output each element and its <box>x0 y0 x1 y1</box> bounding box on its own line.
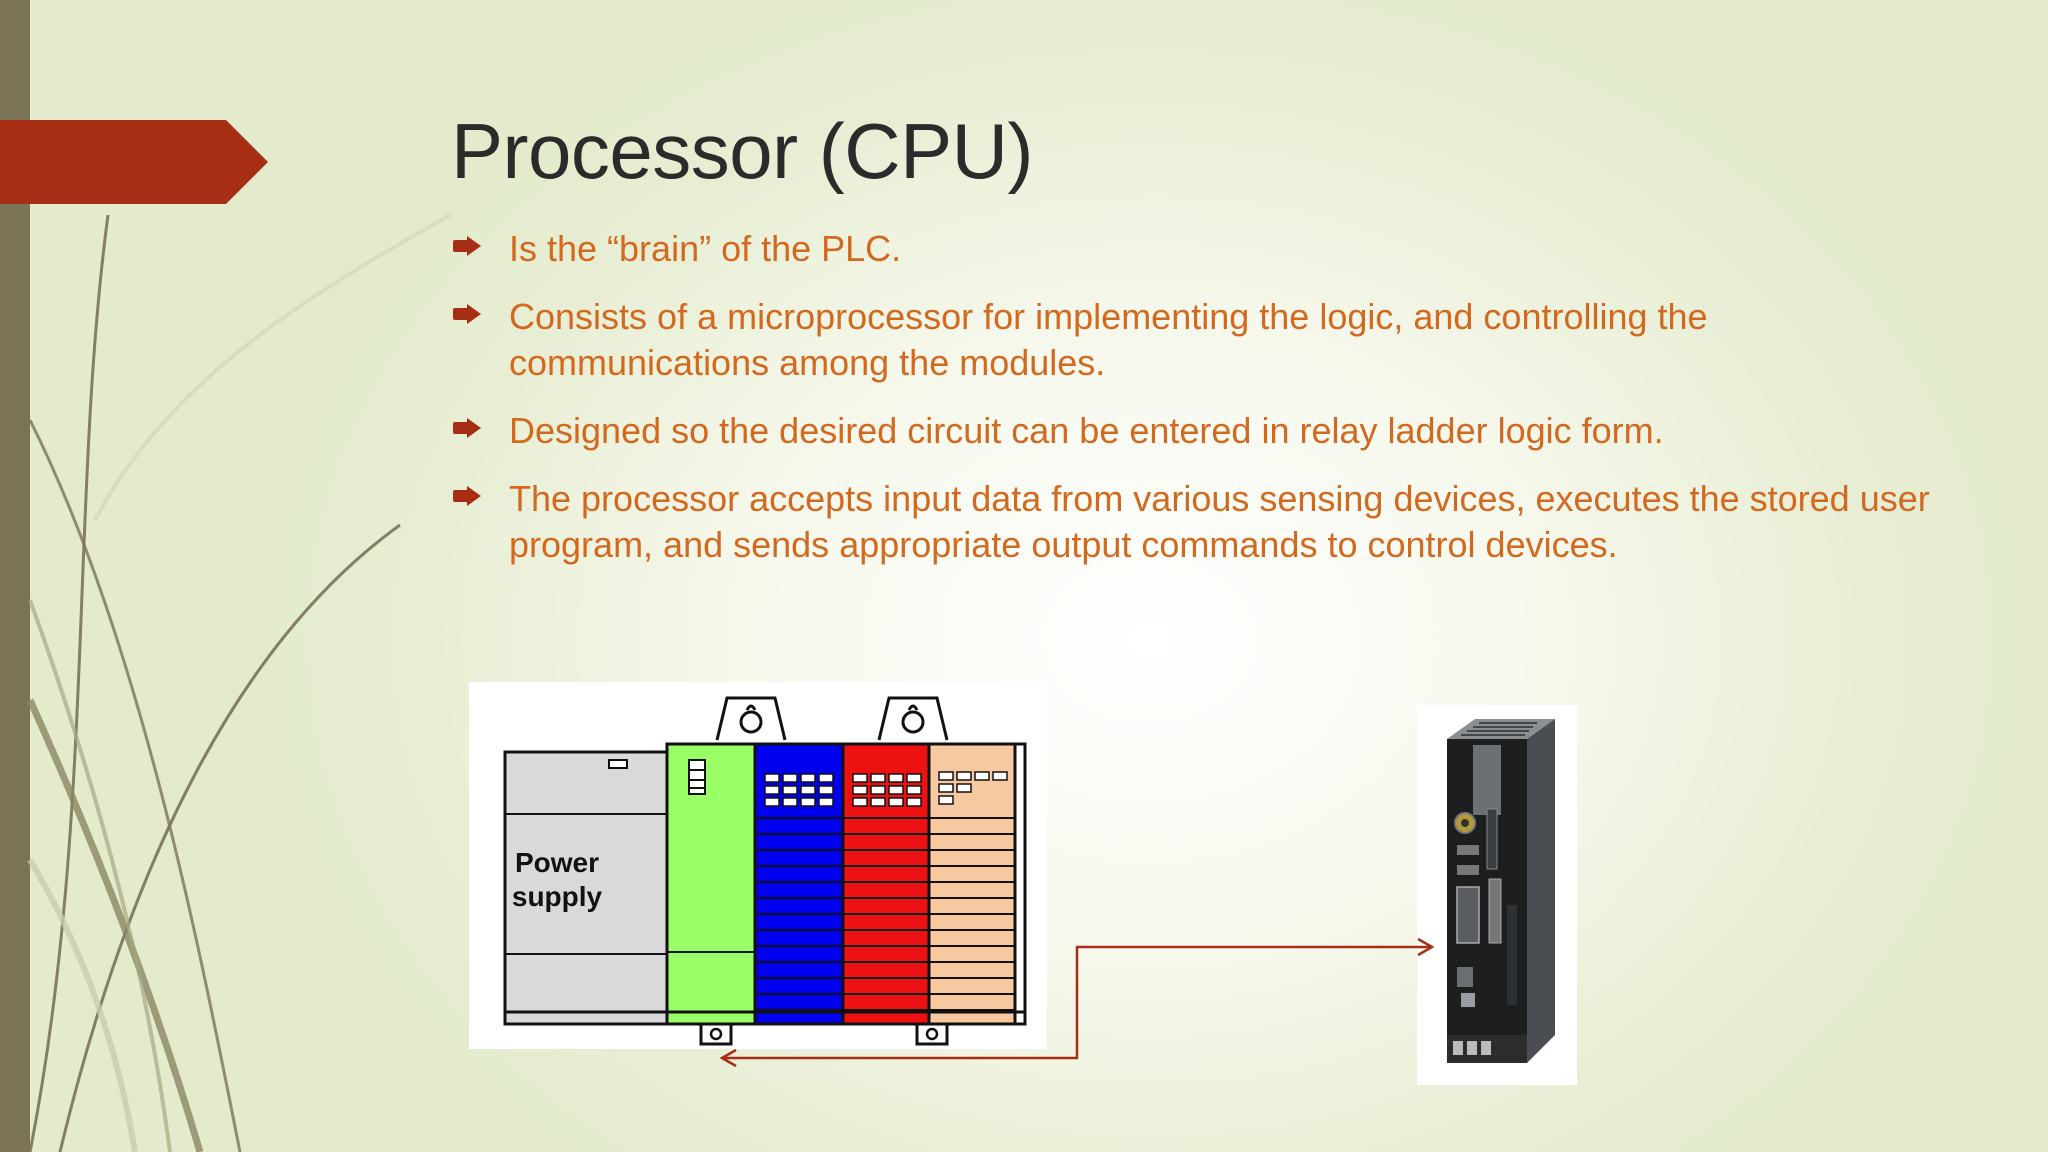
bullet-item: Designed so the desired circuit can be e… <box>451 408 1971 454</box>
arrow-bullet-icon <box>453 486 481 506</box>
power-supply-label: Power supply <box>511 847 603 912</box>
bullet-item: Consists of a microprocessor for impleme… <box>451 294 1971 386</box>
bullet-text: Is the “brain” of the PLC. <box>509 228 902 269</box>
cpu-module-photo <box>1417 705 1577 1085</box>
plc-rack-diagram: Power supply <box>469 682 1047 1049</box>
arrow-bullet-icon <box>453 304 481 324</box>
bullet-text: Designed so the desired circuit can be e… <box>509 410 1664 451</box>
arrow-bullet-icon <box>453 236 481 256</box>
bullet-item: The processor accepts input data from va… <box>451 476 1971 568</box>
arrow-tab-icon <box>0 120 268 204</box>
arrow-bullet-icon <box>453 418 481 438</box>
slide-title: Processor (CPU) <box>451 107 1033 195</box>
bullet-item: Is the “brain” of the PLC. <box>451 226 1971 272</box>
bullet-text: The processor accepts input data from va… <box>509 478 1930 565</box>
bullet-list: Is the “brain” of the PLC. Consists of a… <box>451 226 1971 590</box>
bullet-text: Consists of a microprocessor for impleme… <box>509 296 1708 383</box>
